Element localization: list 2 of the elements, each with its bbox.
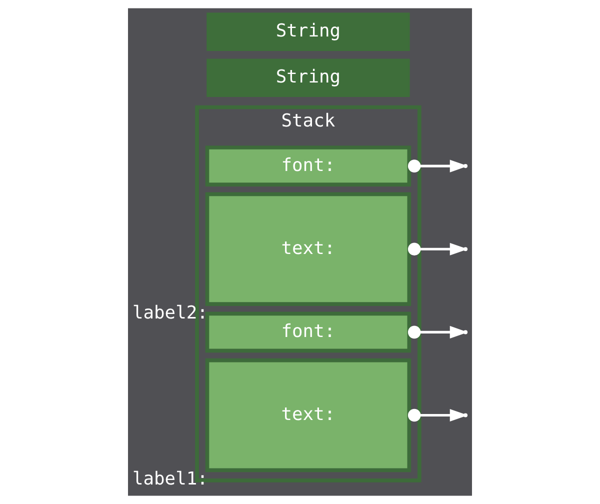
node-label: label2: (132, 302, 208, 324)
node-label: label1: (132, 468, 208, 490)
